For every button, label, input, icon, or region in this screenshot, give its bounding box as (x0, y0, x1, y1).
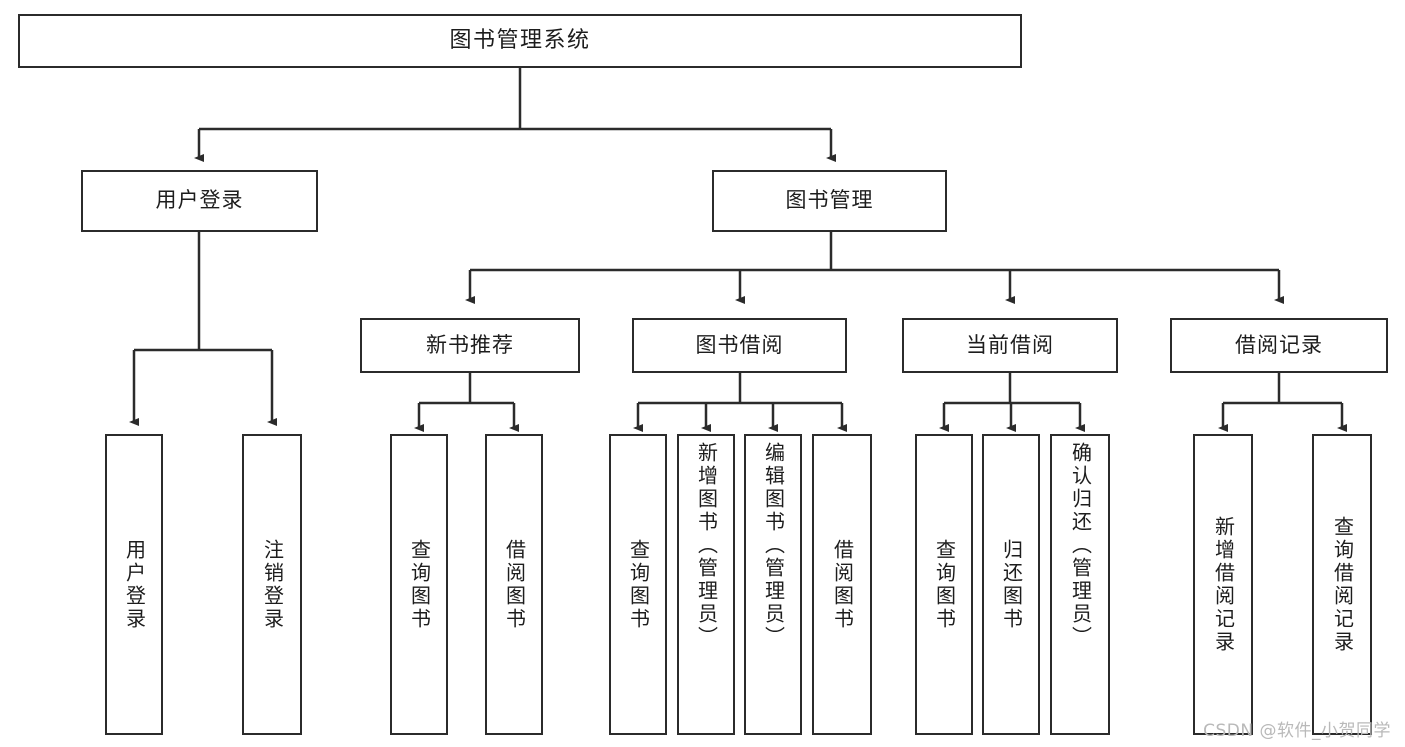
leaf-logout-login[interactable]: 注销登录 (242, 434, 302, 735)
node-label: 用户登录 (122, 538, 147, 631)
node-label: 图书管理 (785, 188, 874, 213)
node-label: 注销登录 (260, 538, 285, 631)
node-label: 查询图书 (932, 538, 957, 631)
node-label: 新增图书（管理员） (694, 442, 719, 649)
node-book-management[interactable]: 图书管理 (712, 170, 947, 232)
node-label: 查询图书 (626, 538, 651, 631)
node-label: 新增借阅记录 (1211, 515, 1236, 654)
node-current-borrow[interactable]: 当前借阅 (902, 318, 1118, 373)
node-label: 当前借阅 (966, 332, 1054, 357)
node-label: 编辑图书（管理员） (761, 442, 786, 649)
node-book-borrow[interactable]: 图书借阅 (632, 318, 847, 373)
leaf-query-book-current[interactable]: 查询图书 (915, 434, 973, 735)
leaf-confirm-return-admin[interactable]: 确认归还（管理员） (1050, 434, 1110, 735)
leaf-edit-book-admin[interactable]: 编辑图书（管理员） (744, 434, 802, 735)
node-borrow-record[interactable]: 借阅记录 (1170, 318, 1388, 373)
leaf-borrow-book-recommend[interactable]: 借阅图书 (485, 434, 543, 735)
node-label: 借阅图书 (830, 538, 855, 631)
leaf-add-book-admin[interactable]: 新增图书（管理员） (677, 434, 735, 735)
leaf-user-login[interactable]: 用户登录 (105, 434, 163, 735)
leaf-query-borrow-record[interactable]: 查询借阅记录 (1312, 434, 1372, 735)
node-label: 确认归还（管理员） (1068, 442, 1093, 649)
node-label: 用户登录 (155, 188, 244, 213)
node-label: 借阅图书 (502, 538, 527, 631)
node-label: 查询图书 (407, 538, 432, 631)
node-label: 归还图书 (999, 538, 1024, 631)
leaf-query-book-borrow[interactable]: 查询图书 (609, 434, 667, 735)
leaf-add-borrow-record[interactable]: 新增借阅记录 (1193, 434, 1253, 735)
watermark-text: CSDN @软件_小贺同学 (1203, 721, 1391, 741)
node-label: 查询借阅记录 (1330, 515, 1355, 654)
node-label: 图书借阅 (695, 332, 784, 357)
node-new-book-recommend[interactable]: 新书推荐 (360, 318, 580, 373)
node-label: 图书管理系统 (449, 27, 591, 53)
node-root-book-management-system[interactable]: 图书管理系统 (18, 14, 1022, 68)
leaf-borrow-book[interactable]: 借阅图书 (812, 434, 872, 735)
leaf-query-book-recommend[interactable]: 查询图书 (390, 434, 448, 735)
leaf-return-book[interactable]: 归还图书 (982, 434, 1040, 735)
node-label: 借阅记录 (1235, 332, 1323, 357)
node-label: 新书推荐 (426, 332, 514, 357)
node-user-login[interactable]: 用户登录 (81, 170, 318, 232)
